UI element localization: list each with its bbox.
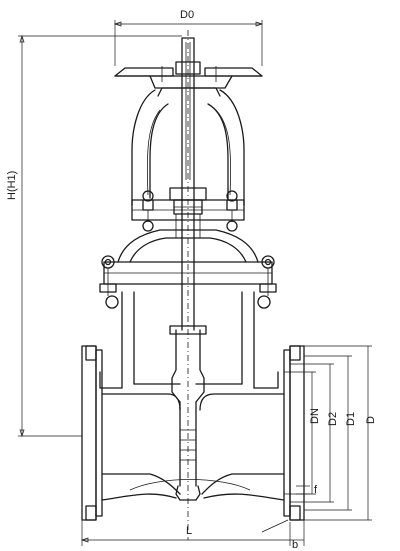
label-h-h1: H(H1) (6, 171, 18, 200)
gate-wedge (169, 30, 207, 540)
dimension-lines (18, 20, 372, 546)
label-b: b (292, 539, 298, 551)
label-d0: D0 (180, 9, 194, 21)
label-d1: D1 (345, 412, 357, 426)
gland-flange (131, 187, 245, 232)
yoke (131, 87, 245, 206)
label-l: L (186, 525, 192, 537)
label-d2: D2 (327, 412, 339, 426)
valve-stem (181, 37, 195, 331)
handwheel (114, 61, 263, 89)
label-f: f (314, 484, 318, 496)
label-dn: DN (309, 408, 321, 424)
label-d: D (365, 416, 377, 424)
